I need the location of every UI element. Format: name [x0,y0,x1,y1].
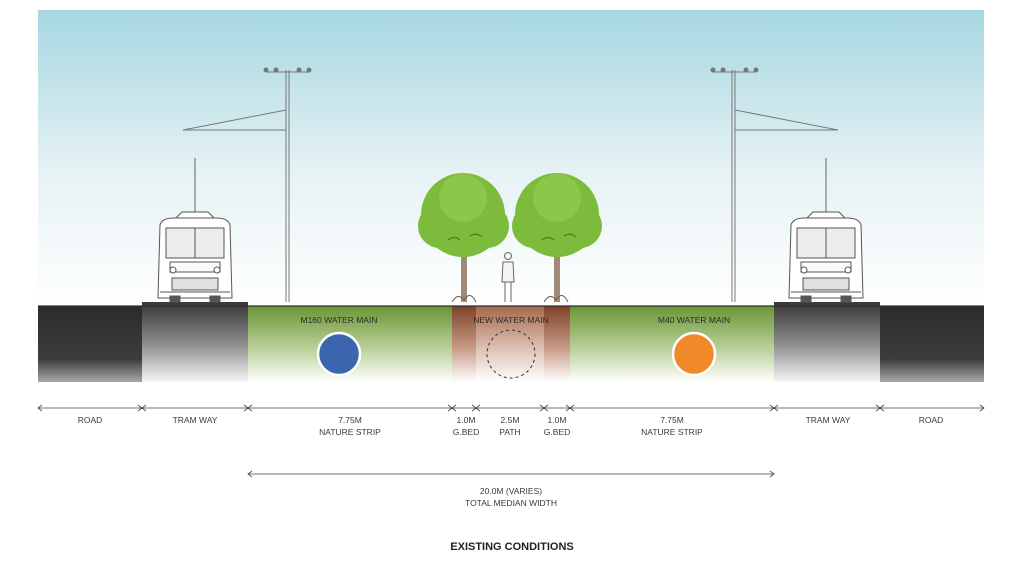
m160-water-main-pipe [316,331,362,377]
dim-path-name: PATH [499,427,520,437]
tram-right [788,158,864,303]
m160-label: M160 WATER MAIN [301,315,378,325]
garden-bed-right [544,306,570,382]
tramway-left [142,306,248,382]
dim-road-left: ROAD [78,415,103,425]
dimension-labels: ROAD TRAM WAY 7.75M NATURE STRIP 1.0M G.… [78,415,944,508]
overhead-pole-left [182,67,312,302]
tree-left [418,173,509,303]
pedestrian-figure [501,252,515,302]
garden-bed-left [452,306,476,382]
dim-gbed-left-name: G.BED [453,427,479,437]
dim-nature-right-width: 7.75M [660,415,684,425]
dim-tramway-left: TRAM WAY [173,415,218,425]
dim-path-width: 2.5M [501,415,520,425]
total-width-value: 20.0M (VARIES) [480,486,542,496]
nature-strip-right [570,306,774,382]
new-water-main-pipe [486,329,536,379]
m40-label: M40 WATER MAIN [658,315,730,325]
dim-gbed-left-width: 1.0M [457,415,476,425]
diagram-title: EXISTING CONDITIONS [450,541,574,553]
dim-tramway-right: TRAM WAY [806,415,851,425]
m40-water-main-pipe [671,331,717,377]
road-left [38,306,142,382]
ground-sections [38,302,984,382]
tramway-right [774,306,880,382]
dim-nature-right-name: NATURE STRIP [641,427,703,437]
road-right [880,306,984,382]
dimension-lines [37,404,985,478]
tram-left [157,158,233,303]
tree-right [512,173,602,303]
new-main-label: NEW WATER MAIN [473,315,549,325]
overhead-pole-right [710,67,839,302]
dim-road-right: ROAD [919,415,944,425]
dim-nature-left-width: 7.75M [338,415,362,425]
dim-nature-left-name: NATURE STRIP [319,427,381,437]
dim-gbed-right-name: G.BED [544,427,570,437]
total-width-label: TOTAL MEDIAN WIDTH [465,498,557,508]
dim-gbed-right-width: 1.0M [548,415,567,425]
